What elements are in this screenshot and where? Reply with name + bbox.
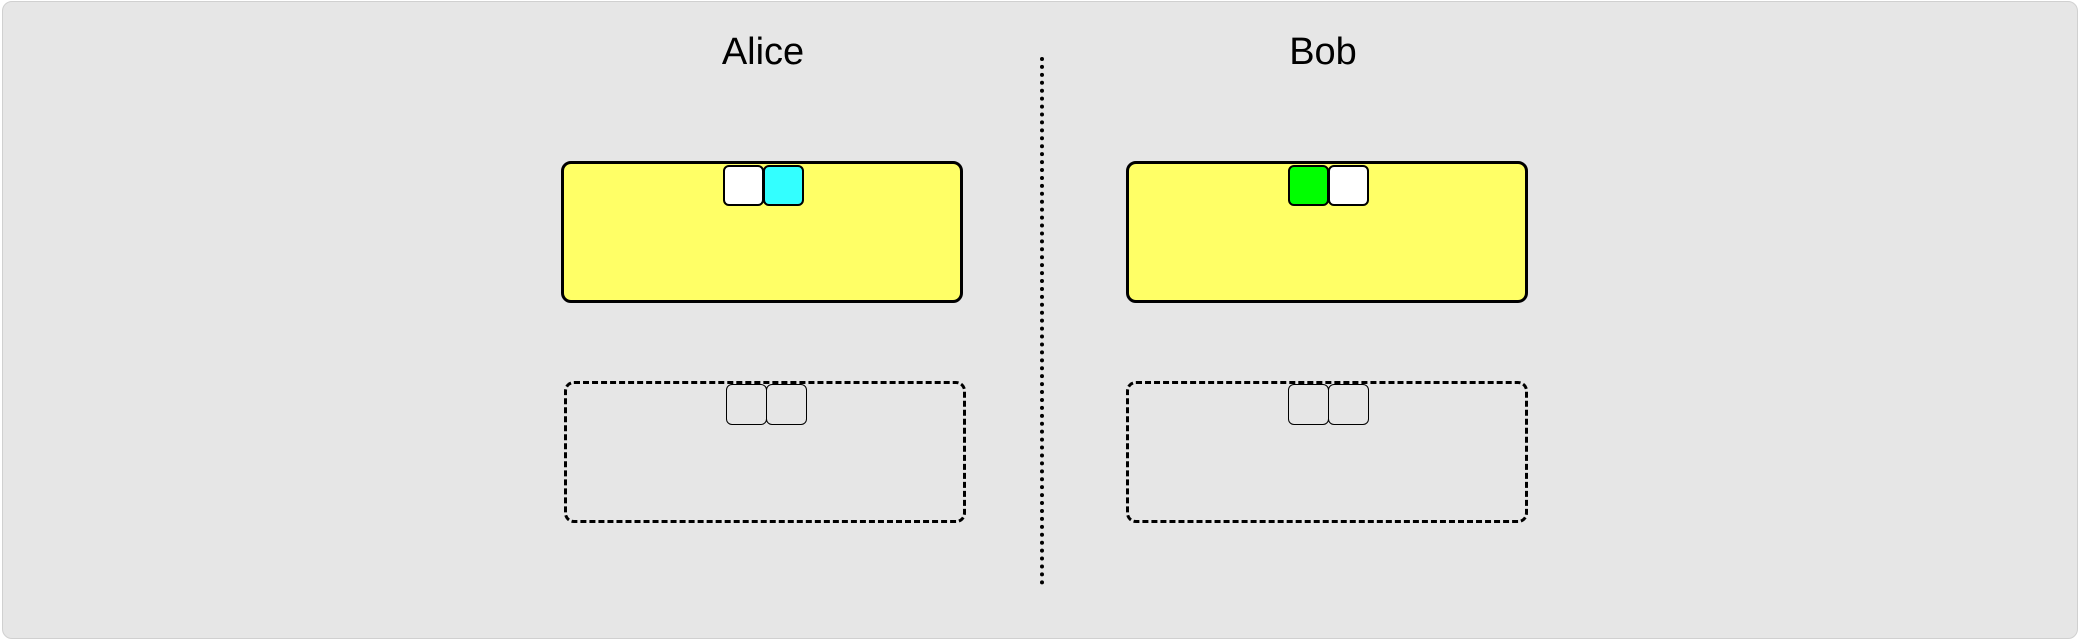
- alice-label: Alice: [721, 31, 805, 73]
- alice-top-slot-2: [763, 165, 804, 206]
- bob-filled-box: [1126, 161, 1528, 303]
- alice-filled-box: [561, 161, 963, 303]
- alice-bottom-slot-1: [726, 384, 767, 425]
- dotted-divider: [1040, 57, 1044, 585]
- bob-top-slot-1: [1288, 165, 1329, 206]
- alice-top-slot-1: [723, 165, 764, 206]
- bob-top-slot-2: [1328, 165, 1369, 206]
- bob-bottom-slot-1: [1288, 384, 1329, 425]
- alice-dashed-box: [564, 381, 966, 523]
- bob-bottom-slot-2: [1328, 384, 1369, 425]
- bob-label: Bob: [1289, 31, 1357, 73]
- bob-dashed-box: [1126, 381, 1528, 523]
- alice-bottom-slot-2: [766, 384, 807, 425]
